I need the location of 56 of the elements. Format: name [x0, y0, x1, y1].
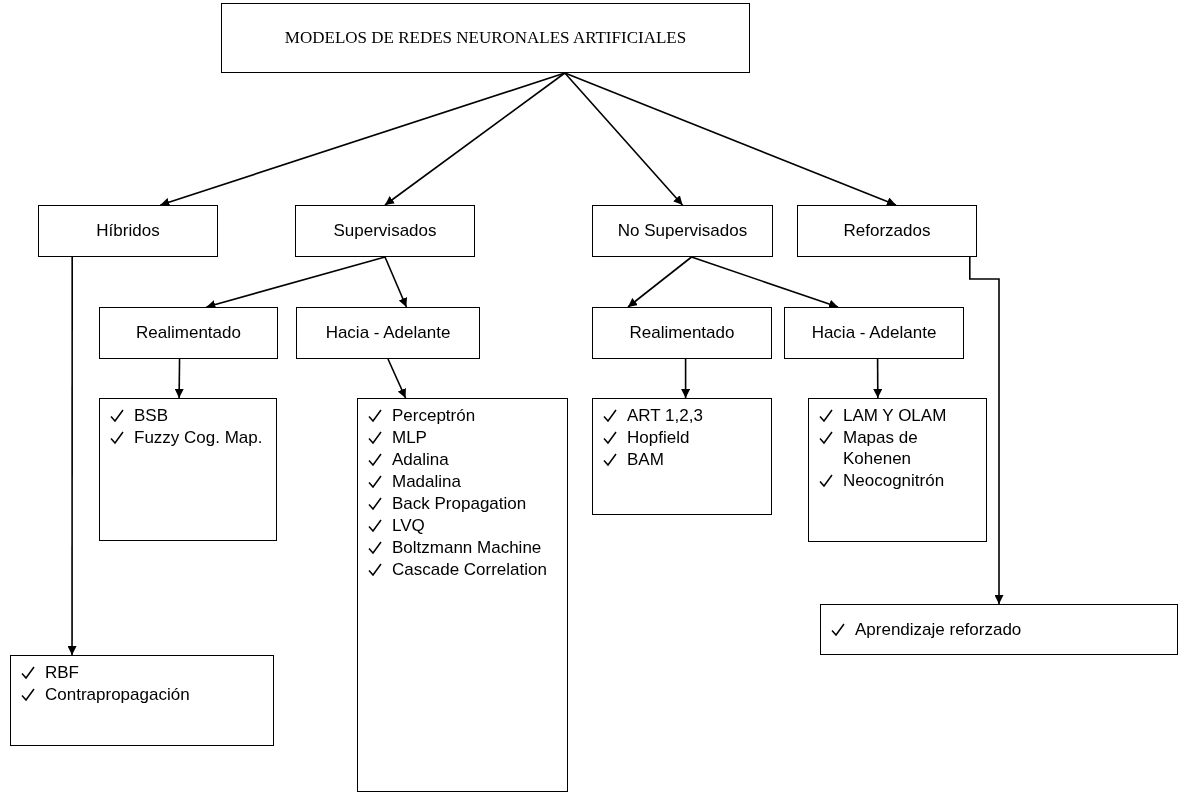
category-label: No Supervisados: [617, 221, 748, 241]
list-item: Hopfield: [627, 427, 690, 448]
category-label: Realimentado: [629, 323, 735, 343]
arrow: [387, 358, 407, 399]
checklist-box: [820, 604, 1178, 655]
category-label: Reforzados: [843, 221, 931, 241]
category-label: Supervisados: [333, 221, 437, 241]
arrow: [564, 72, 684, 206]
checklist-box: [357, 398, 568, 792]
category-box: [784, 307, 964, 359]
category-box: [99, 307, 278, 359]
category-box: [797, 205, 977, 257]
list-item: LVQ: [392, 515, 425, 536]
arrow: [627, 256, 693, 308]
category-box: [295, 205, 475, 257]
checklist-box: [808, 398, 987, 542]
list-item: Fuzzy Cog. Map.: [134, 427, 263, 448]
list-item: Neocognitrón: [843, 470, 945, 491]
arrow: [681, 358, 691, 399]
list-item: MLP: [392, 427, 427, 448]
arrow: [174, 358, 184, 399]
arrow: [384, 256, 408, 308]
arrow: [564, 72, 897, 206]
list-item: Aprendizaje reforzado: [855, 618, 1022, 640]
category-label: Hacia - Adelante: [325, 323, 451, 343]
list-item: Adalina: [392, 449, 449, 470]
list-item: Boltzmann Machine: [392, 537, 542, 558]
category-box: [221, 3, 750, 73]
checklist-box: [592, 398, 772, 515]
category-box: [592, 205, 773, 257]
category-label: Híbridos: [96, 221, 160, 241]
arrow: [67, 256, 77, 656]
list-item: Madalina: [392, 471, 461, 492]
category-label: Realimentado: [136, 323, 241, 343]
list-item: ART 1,2,3: [627, 405, 703, 426]
list-item: Back Propagation: [392, 493, 527, 514]
list-item: RBF: [45, 662, 79, 683]
list-item: BAM: [627, 449, 664, 470]
list-item: Contrapropagación: [45, 684, 190, 705]
checklist-box: [10, 655, 274, 746]
list-item: Perceptrón: [392, 405, 476, 426]
category-box: [592, 307, 772, 359]
category-box: [296, 307, 480, 359]
list-item: LAM Y OLAM: [843, 405, 947, 426]
arrow: [969, 256, 1004, 605]
list-item: BSB: [134, 405, 169, 426]
arrow: [690, 256, 839, 309]
category-label: Hacia - Adelante: [811, 323, 937, 343]
list-item: Cascade Correlation: [392, 559, 547, 580]
checklist-box: [99, 398, 277, 541]
title-text: MODELOS DE REDES NEURONALES ARTIFICIALES: [284, 28, 687, 48]
category-box: [38, 205, 218, 257]
arrow: [873, 358, 883, 399]
list-item: Mapas de Kohenen: [843, 427, 919, 469]
arrow: [205, 256, 386, 309]
arrow: [384, 72, 566, 206]
